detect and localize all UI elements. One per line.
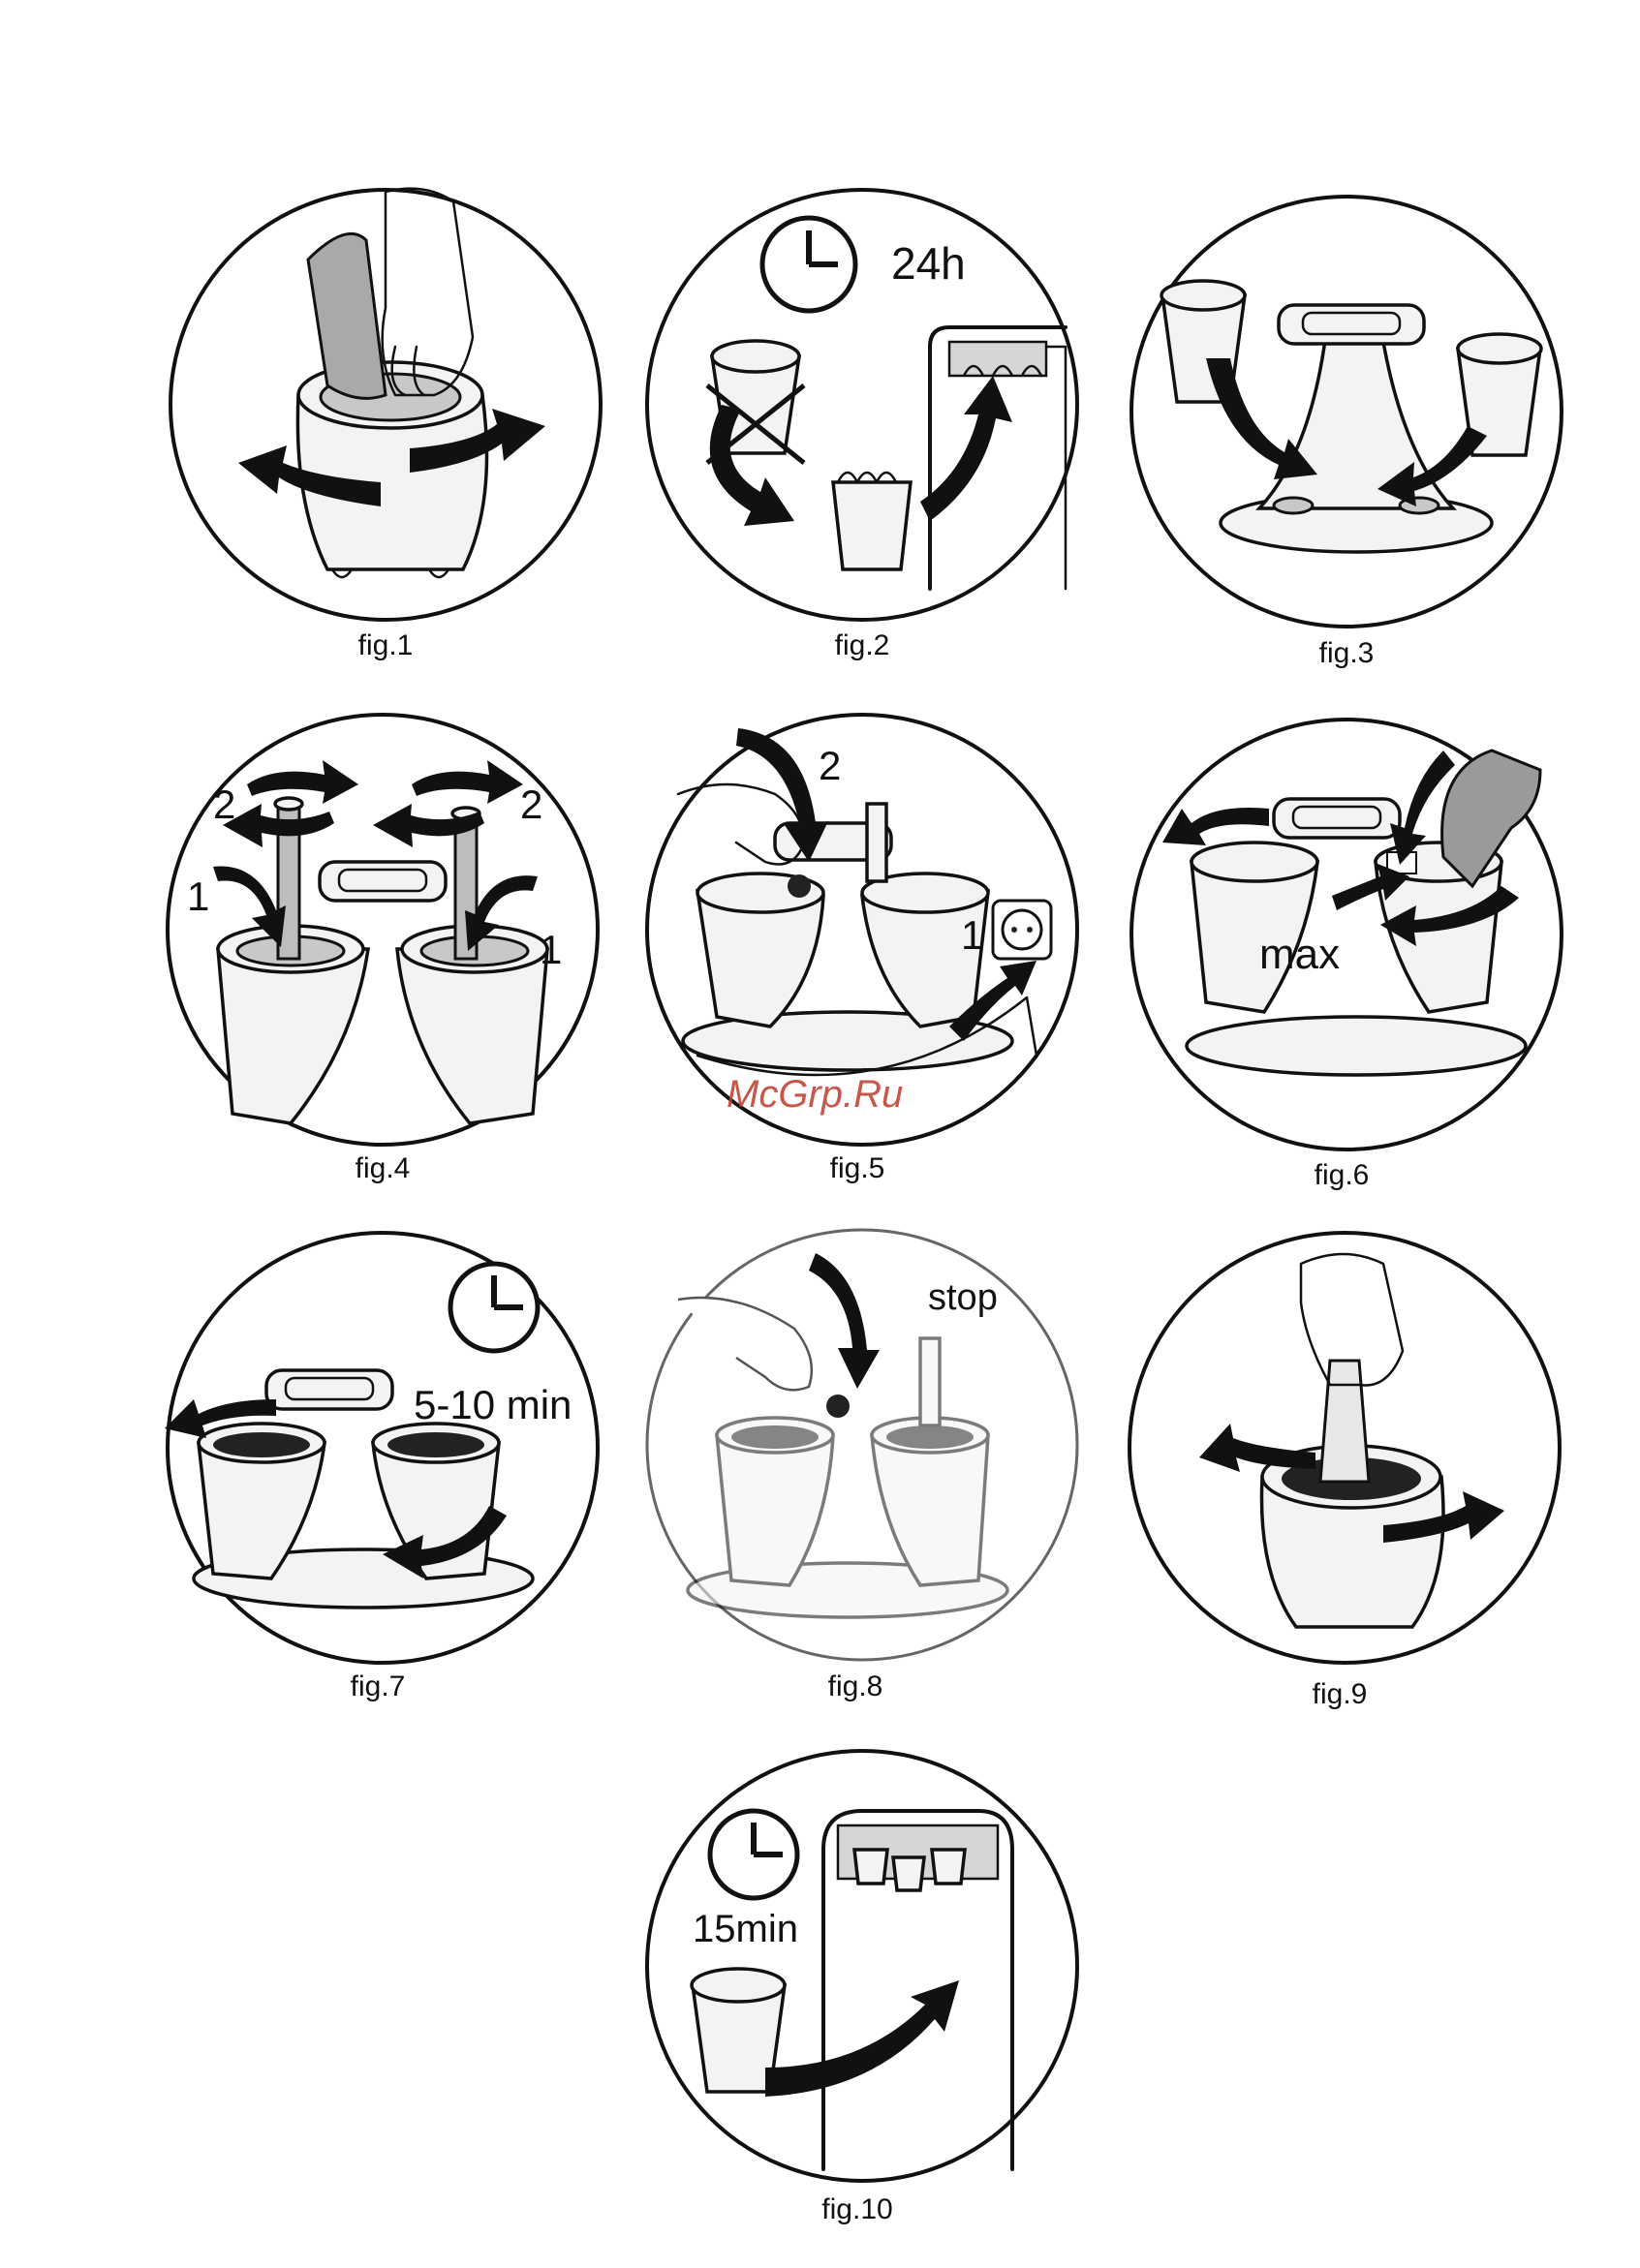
arrow-to-freezer-icon (765, 1980, 959, 2097)
figure-7-illustration: 5-10 min (160, 1225, 605, 1670)
rotate-arrow-icon (412, 760, 523, 804)
base-unit-drawing (1221, 305, 1492, 552)
figure-caption: fig.3 (1250, 637, 1443, 670)
max-label: max (1259, 931, 1340, 978)
duration-label: 5-10 min (414, 1382, 572, 1427)
step-label: 2 (819, 743, 841, 788)
step-label: 2 (213, 782, 235, 827)
figure-1-illustration (163, 182, 608, 628)
cup-drawing (297, 362, 486, 577)
figure-caption: fig.9 (1243, 1678, 1437, 1711)
watermark-text: McGrp.Ru (727, 1073, 903, 1117)
figure-3-illustration (1124, 189, 1569, 634)
figure-caption: fig.4 (286, 1152, 480, 1185)
wall-socket-icon (993, 901, 1051, 959)
figure-2-illustration: 24h (639, 182, 1085, 628)
freezer-drawing (930, 327, 1066, 589)
figure-8-illustration: stop (639, 1222, 1085, 1668)
clock-icon (710, 1811, 797, 1898)
press-arrow-icon (809, 1253, 880, 1389)
step-label: 2 (520, 782, 542, 827)
figure-caption: fig.1 (289, 629, 482, 662)
figure-4-illustration: 2 2 1 1 (160, 707, 605, 1152)
figure-caption: fig.8 (758, 1670, 952, 1703)
freezer-drawing (823, 1811, 1012, 2169)
clock-icon (450, 1264, 538, 1351)
figure-caption: fig.6 (1245, 1159, 1439, 1192)
power-button-icon (788, 874, 811, 898)
stop-label: stop (928, 1277, 998, 1318)
figure-10-illustration: 15min (639, 1743, 1085, 2189)
rotate-arrow-left-icon (1199, 1424, 1315, 1472)
inverted-cup-drawing (833, 473, 911, 569)
rotate-arrow-icon (247, 760, 358, 804)
figure-caption: fig.5 (760, 1152, 954, 1185)
step-label: 1 (961, 912, 983, 958)
figure-9-illustration (1122, 1225, 1567, 1670)
step-label: 1 (187, 873, 209, 919)
rotate-arrow-icon (1162, 808, 1269, 845)
arrow-left-cup-icon (1206, 358, 1317, 479)
arrow-to-freezer-icon (920, 376, 1012, 521)
figure-caption: fig.2 (765, 629, 959, 662)
step-label: 1 (540, 927, 562, 972)
figure-6-illustration: max (1124, 712, 1569, 1157)
base-unit-drawing (688, 1338, 1007, 1617)
figure-caption: fig.7 (281, 1670, 475, 1703)
figure-caption: fig.10 (760, 2193, 954, 2226)
duration-label: 15min (693, 1908, 798, 1950)
power-button-icon (826, 1395, 850, 1418)
hand-drawing (678, 1298, 812, 1390)
clock-icon (762, 218, 855, 311)
duration-label: 24h (891, 238, 966, 289)
